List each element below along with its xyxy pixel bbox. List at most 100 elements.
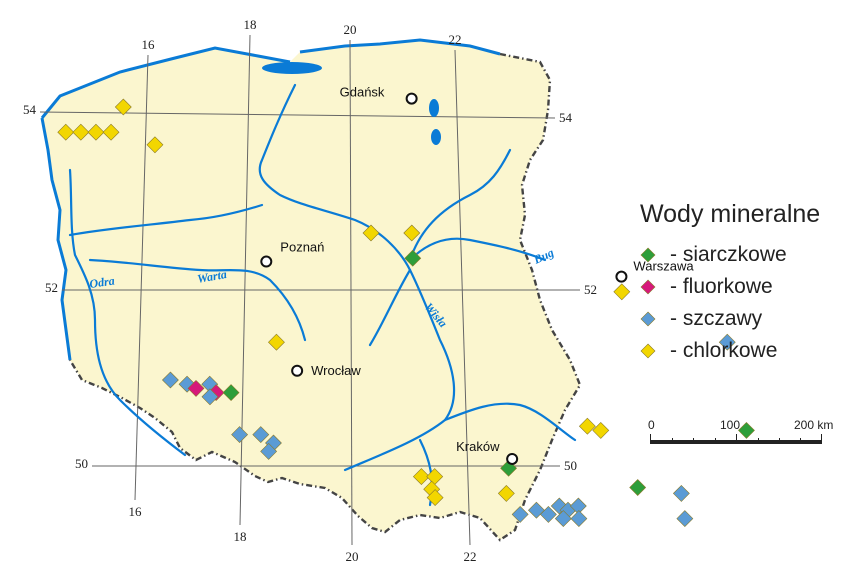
spring-marker-szczawy bbox=[252, 426, 270, 444]
spring-marker-siarczkowe bbox=[500, 459, 518, 477]
legend-item-label: - siarczkowe bbox=[670, 243, 787, 266]
spring-marker-szczawy bbox=[161, 371, 179, 389]
legend-diamond-icon bbox=[640, 279, 656, 295]
legend-item-label: - szczawy bbox=[670, 307, 763, 330]
scale-minor-tick bbox=[693, 438, 694, 444]
scale-minor-tick bbox=[779, 438, 780, 444]
spring-marker-szczawy bbox=[231, 426, 249, 444]
legend-item-fluorkowe: - fluorkowe bbox=[640, 271, 850, 303]
spring-marker-chlorkowe bbox=[87, 123, 105, 141]
gdansk-bay bbox=[262, 62, 322, 74]
legend-item-siarczkowe: - siarczkowe bbox=[640, 239, 850, 271]
spring-marker-szczawy bbox=[570, 510, 588, 528]
scale-minor-tick bbox=[758, 438, 759, 444]
rivers bbox=[68, 83, 577, 507]
river-pilica bbox=[368, 268, 412, 347]
parallel-label-right: 54 bbox=[559, 110, 573, 125]
coastline bbox=[40, 38, 501, 361]
spring-marker-szczawy bbox=[672, 484, 690, 502]
scale-minor-tick bbox=[800, 438, 801, 444]
spring-marker-chlorkowe bbox=[592, 421, 610, 439]
meridian-label-top: 16 bbox=[142, 37, 156, 52]
meridian-label-bottom: 20 bbox=[346, 549, 359, 564]
spring-marker-siarczkowe bbox=[404, 249, 422, 267]
legend-diamond-icon bbox=[640, 343, 656, 359]
lakes bbox=[262, 62, 441, 145]
scale-bar: 0 100 200 km bbox=[648, 418, 848, 458]
lake bbox=[431, 129, 441, 145]
river-warta bbox=[88, 258, 307, 342]
city-marker bbox=[506, 452, 519, 465]
river-label-odra: Odra bbox=[88, 274, 115, 291]
spring-marker-szczawy bbox=[676, 510, 694, 528]
spring-marker-chlorkowe bbox=[613, 283, 631, 301]
city-marker bbox=[405, 92, 418, 105]
river-narew bbox=[408, 148, 512, 262]
scale-minor-tick bbox=[672, 438, 673, 444]
legend-items: - siarczkowe - fluorkowe - szczawy - chlork… bbox=[640, 239, 850, 367]
spring-marker-szczawy bbox=[511, 505, 529, 523]
parallel-label-right: 50 bbox=[564, 458, 577, 473]
legend-item-label: - fluorkowe bbox=[670, 275, 773, 298]
parallel-line bbox=[39, 111, 556, 119]
spring-marker-siarczkowe bbox=[222, 384, 240, 402]
city-label: Kraków bbox=[456, 439, 500, 454]
spring-marker-chlorkowe bbox=[57, 123, 75, 141]
scale-tick bbox=[650, 434, 651, 444]
meridian-line bbox=[134, 54, 149, 501]
parallel-label-left: 54 bbox=[23, 102, 37, 117]
city-marker bbox=[260, 255, 273, 268]
spring-marker-siarczkowe bbox=[738, 421, 755, 439]
diamond-icon bbox=[640, 343, 656, 359]
legend-item-chlorkowe: - chlorkowe bbox=[640, 335, 850, 367]
legend-title: Wody mineralne bbox=[640, 200, 821, 228]
city-marker bbox=[615, 270, 628, 283]
parallel-label-left: 50 bbox=[75, 456, 88, 471]
legend: Wody mineralne - siarczkowe- fluorkowe- … bbox=[640, 200, 850, 367]
legend-diamond-icon bbox=[640, 311, 656, 327]
parallel-label-left: 52 bbox=[45, 280, 58, 295]
meridian-label-bottom: 18 bbox=[234, 529, 247, 544]
meridian-line bbox=[239, 34, 251, 526]
meridian-label-top: 18 bbox=[244, 17, 257, 32]
scale-tick bbox=[736, 434, 737, 444]
spring-marker-chlorkowe bbox=[578, 417, 596, 435]
spring-marker-szczawy bbox=[539, 505, 557, 523]
spring-marker-chlorkowe bbox=[102, 123, 120, 141]
spring-marker-chlorkowe bbox=[412, 468, 430, 486]
diamond-icon bbox=[640, 311, 656, 327]
meridian-label-top: 20 bbox=[344, 22, 357, 37]
diamond-icon bbox=[640, 279, 656, 295]
spring-marker-chlorkowe bbox=[146, 136, 164, 154]
scale-label-0: 0 bbox=[648, 418, 655, 432]
scale-tick bbox=[821, 434, 822, 444]
city-label: Wrocław bbox=[311, 363, 361, 378]
meridian-label-bottom: 16 bbox=[129, 504, 143, 519]
river-bug bbox=[408, 237, 547, 262]
city-label: Poznań bbox=[280, 240, 324, 255]
spring-marker-fluorkowe bbox=[187, 379, 205, 397]
river-oder bbox=[68, 168, 187, 457]
legend-diamond-icon bbox=[640, 247, 656, 263]
river-san bbox=[443, 402, 577, 442]
city-label: Gdańsk bbox=[340, 85, 385, 100]
river-label-warta: Warta bbox=[196, 267, 228, 286]
spring-marker-chlorkowe bbox=[72, 123, 90, 141]
meridian-line bbox=[454, 49, 471, 546]
meridian-label-top: 22 bbox=[449, 32, 462, 47]
meridian-line bbox=[349, 39, 353, 546]
spring-marker-chlorkowe bbox=[362, 224, 380, 242]
city-label: Warszawa bbox=[633, 259, 694, 274]
scale-label-200: 200 km bbox=[794, 418, 834, 432]
mineral-springs bbox=[57, 98, 755, 528]
meridian-label-bottom: 22 bbox=[464, 549, 477, 564]
diamond-icon bbox=[640, 247, 656, 263]
river-notec bbox=[68, 203, 264, 237]
spring-marker-szczawy bbox=[718, 333, 736, 351]
country-border bbox=[68, 52, 582, 542]
spring-marker-szczawy bbox=[260, 442, 278, 460]
spring-marker-chlorkowe bbox=[114, 98, 132, 116]
